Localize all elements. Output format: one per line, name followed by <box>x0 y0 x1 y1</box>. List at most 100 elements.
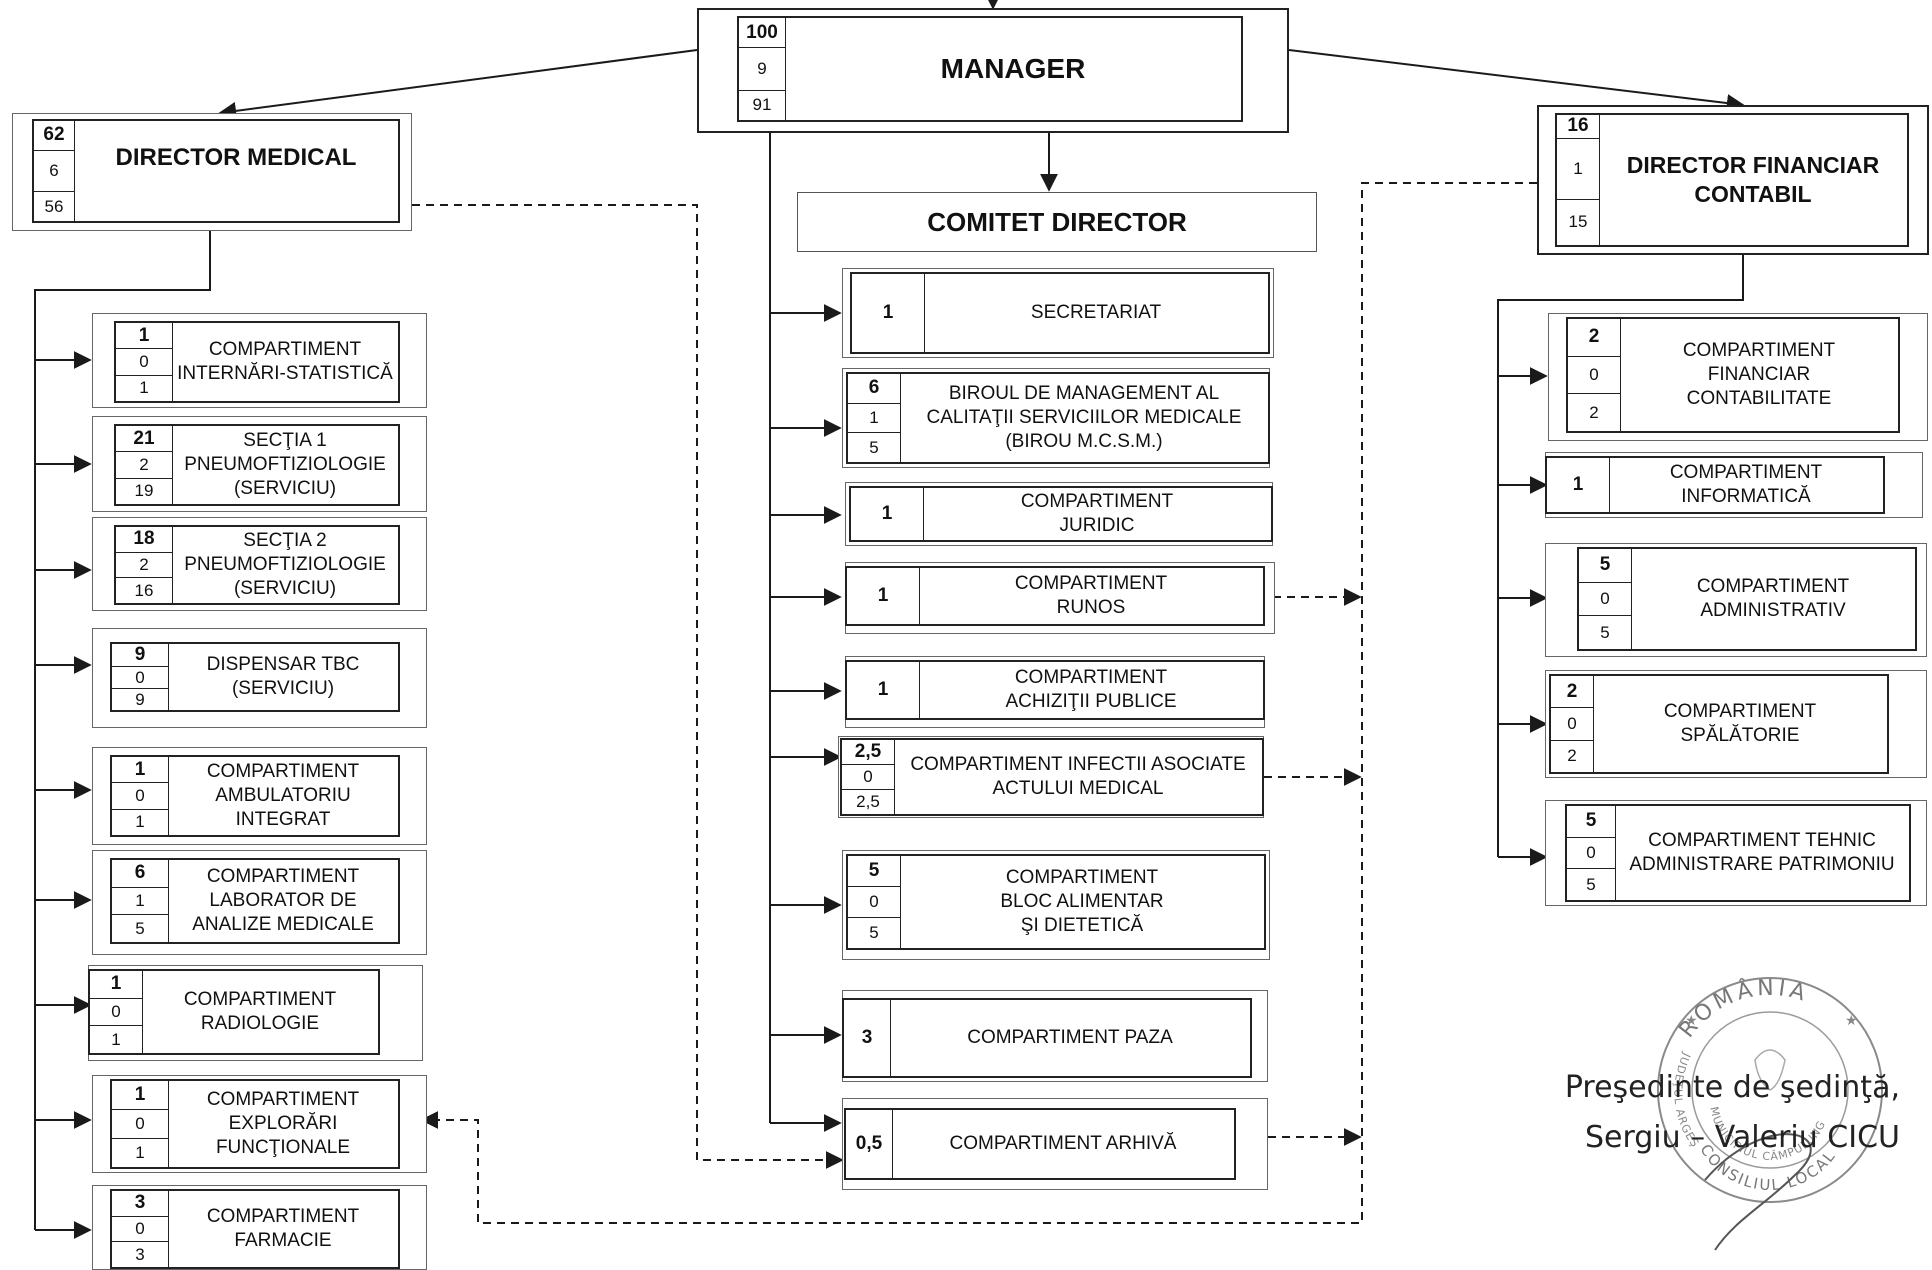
unit-count-2: 5 <box>869 923 879 942</box>
unit-count-1: 0 <box>112 1217 168 1243</box>
unit-label: SECŢIA 2 PNEUMOFTIZIOLOGIE (SERVICIU) <box>184 529 386 600</box>
manager-count-1: 9 <box>739 48 785 91</box>
unit-label: BIROUL DE MANAGEMENT AL CALITAŢII SERVIC… <box>926 382 1242 453</box>
unit-count-2: 9 <box>135 689 145 709</box>
unit-count-2: 1 <box>135 1143 145 1162</box>
director-financiar-count-1: 1 <box>1557 139 1599 200</box>
unit-total: 21 <box>116 426 172 453</box>
director-financiar-node: 16 1 15 DIRECTOR FINANCIAR CONTABIL <box>1537 105 1929 255</box>
unit-total: 3 <box>112 1191 168 1217</box>
seal-top-text: ROMÂNIA <box>1674 976 1807 1043</box>
unit-total: 5 <box>1579 549 1631 583</box>
unit-label: COMPARTIMENT SPĂLĂTORIE <box>1663 700 1817 746</box>
unit-total: 1 <box>112 1081 168 1110</box>
manager-to-director-financiar <box>1288 49 1745 112</box>
unit-count-1: 0 <box>90 999 142 1027</box>
unit-count-2: 1 <box>139 378 149 398</box>
unit-total: 1 <box>847 568 920 624</box>
unit-inner-frame: 1 SECRETARIAT <box>850 272 1270 354</box>
unit-total: 5 <box>1567 806 1615 838</box>
director-medical-count-2: 56 <box>44 196 64 216</box>
signature-block: ROMÂNIA CONSILIUL LOCAL MUNICIPIUL CÂMPU… <box>1540 960 1920 1260</box>
unit-total: 3 <box>844 1000 891 1076</box>
unit-count-1: 1 <box>112 888 168 916</box>
unit-total: 9 <box>112 644 168 667</box>
seal-stamp: ROMÂNIA CONSILIUL LOCAL MUNICIPIUL CÂMPU… <box>1657 976 1883 1251</box>
unit-count-2: 2,5 <box>856 792 880 811</box>
unit-total: 2 <box>1568 319 1620 357</box>
org-unit: 1 COMPARTIMENT ACHIZIŢII PUBLICE <box>845 656 1265 728</box>
unit-total: 6 <box>848 374 900 404</box>
unit-label: SECŢIA 1 PNEUMOFTIZIOLOGIE (SERVICIU) <box>184 429 386 500</box>
unit-count-2: 2 <box>1567 746 1577 766</box>
unit-total: 1 <box>847 662 920 718</box>
manager-to-director-medical <box>218 49 698 120</box>
unit-total: 6 <box>112 860 168 888</box>
unit-label: COMPARTIMENT ACHIZIŢII PUBLICE <box>1005 666 1177 712</box>
unit-total: 2 <box>1551 676 1593 709</box>
unit-count-2: 16 <box>134 580 154 600</box>
manager-label: MANAGER <box>940 53 1086 85</box>
unit-label: COMPARTIMENT LABORATOR DE ANALIZE MEDICA… <box>192 865 374 936</box>
manager-node: 100 9 91 MANAGER <box>697 8 1289 133</box>
unit-count-1: 0 <box>112 1110 168 1139</box>
unit-label: COMPARTIMENT BLOC ALIMENTAR ŞI DIETETICĂ <box>1000 866 1164 937</box>
svg-text:★: ★ <box>1685 1012 1698 1028</box>
unit-count-1: 0 <box>842 765 894 790</box>
manager-total: 100 <box>739 18 785 49</box>
director-medical-label: DIRECTOR MEDICAL <box>115 144 357 171</box>
unit-total: 1 <box>852 274 925 352</box>
svg-text:★: ★ <box>1845 1012 1858 1028</box>
unit-label: DISPENSAR TBC (SERVICIU) <box>206 653 360 699</box>
financial-trunk <box>1497 255 1744 857</box>
unit-label: COMPARTIMENT JURIDIC <box>1020 490 1174 536</box>
unit-count-2: 5 <box>1600 622 1610 642</box>
unit-total: 1 <box>1547 458 1610 512</box>
unit-count-1: 0 <box>116 349 172 376</box>
unit-total: 5 <box>848 856 900 887</box>
unit-count-2: 19 <box>134 481 154 501</box>
manager-count-2: 91 <box>752 95 772 115</box>
unit-total: 1 <box>112 757 168 784</box>
unit-count-1: 2 <box>116 452 172 479</box>
unit-count-2: 5 <box>869 437 879 457</box>
unit-total: 18 <box>116 527 172 553</box>
unit-count-1: 0 <box>112 667 168 689</box>
unit-count-1: 0 <box>112 783 168 810</box>
unit-label: COMPARTIMENT TEHNIC ADMINISTRARE PATRIMO… <box>1629 829 1895 875</box>
unit-label: SECRETARIAT <box>1030 301 1162 323</box>
director-medical-count-1: 6 <box>34 151 74 193</box>
unit-label: COMPARTIMENT FARMACIE <box>206 1205 360 1251</box>
unit-count-2: 1 <box>135 812 145 832</box>
